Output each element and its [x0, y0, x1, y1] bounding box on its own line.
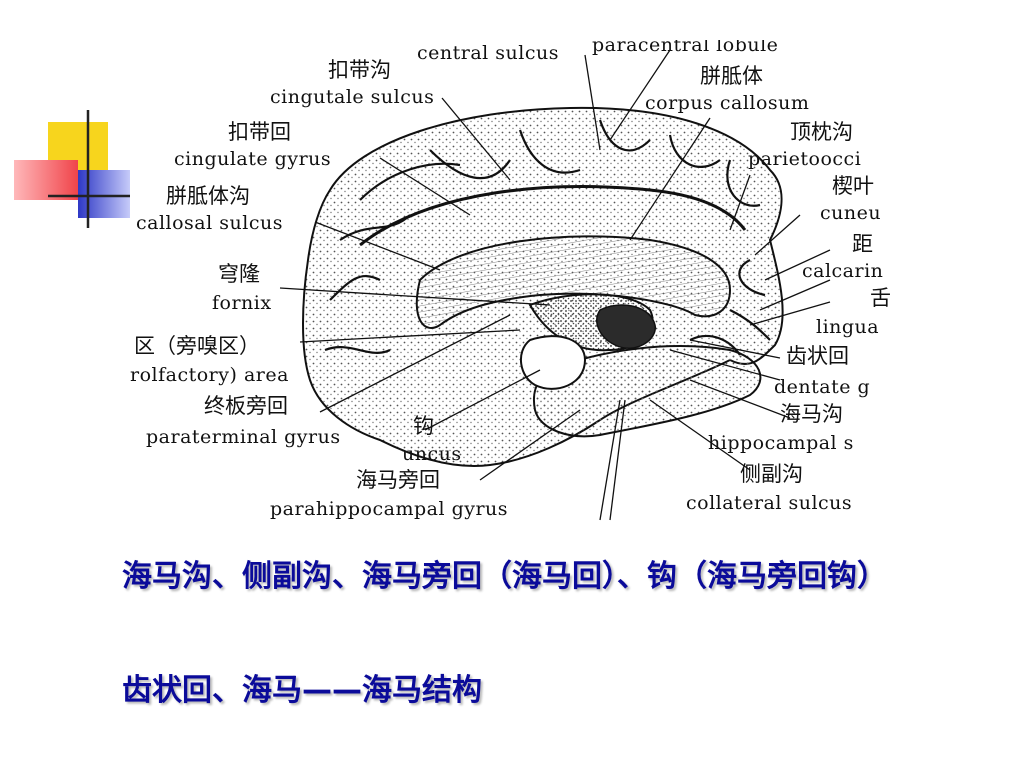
- brain-medial-diagram: paracentral lobule central sulcus 扣带沟 ci…: [130, 40, 890, 522]
- hippocampal-region: [532, 345, 762, 438]
- label-dentate-zh: 齿状回: [786, 344, 849, 368]
- label-lingual-en: lingua: [816, 316, 880, 338]
- label-parietooccipital-en: parietoocci: [748, 148, 862, 170]
- caption-line-1: 海马沟、侧副沟、海马旁回（海马回）、钩（海马旁回钩）: [122, 559, 887, 594]
- label-fornix-en: fornix: [212, 292, 272, 314]
- label-callosal-sulcus-zh: 胼胝体沟: [166, 184, 250, 208]
- label-central-sulcus-en: central sulcus: [417, 42, 559, 64]
- cingulate-sulcus-line: [359, 185, 747, 247]
- label-subcallosal-zh: 区（旁嗅区）: [134, 334, 260, 358]
- label-uncus-zh: 钩: [413, 414, 434, 438]
- label-lingual-zh: 舌: [870, 286, 890, 310]
- label-corpus-callosum-en: corpus callosum: [645, 92, 810, 114]
- deco-red-square: [14, 160, 78, 200]
- label-calcarine-zh: 距: [852, 232, 873, 256]
- label-uncus-en: uncus: [402, 443, 462, 465]
- label-cingulate-gyrus-en: cingulate gyrus: [174, 148, 332, 170]
- caption-line-2: 齿状回、海马——海马结构: [122, 673, 482, 708]
- label-cingulate-gyrus-zh: 扣带回: [228, 120, 291, 144]
- label-calcarine-en: calcarin: [802, 260, 884, 282]
- label-parahippocampal-zh: 海马旁回: [356, 468, 440, 492]
- label-cuneus-zh: 楔叶: [832, 174, 874, 198]
- label-fornix-zh: 穹隆: [218, 262, 260, 286]
- deco-blue-square: [78, 170, 136, 218]
- brain-illustration: [279, 49, 831, 521]
- label-parahippocampal-en: parahippocampal gyrus: [270, 498, 509, 520]
- label-paracentral-lobule-en: paracentral lobule: [592, 40, 779, 56]
- corner-decoration: [14, 110, 138, 228]
- label-parietooccipital-zh: 顶枕沟: [790, 120, 853, 144]
- label-hippocampal-sulcus-zh: 海马沟: [780, 402, 843, 426]
- label-callosal-sulcus-en: callosal sulcus: [136, 212, 283, 234]
- corpus-callosum-shape: [415, 235, 732, 329]
- label-collateral-en: collateral sulcus: [686, 492, 853, 514]
- label-collateral-zh: 侧副沟: [740, 462, 803, 486]
- label-cingulate-sulcus-en: cingutale sulcus: [270, 86, 435, 108]
- label-paraterminal-en: paraterminal gyrus: [146, 426, 341, 448]
- label-paraterminal-zh: 终板旁回: [204, 394, 288, 418]
- leader-lines: [279, 49, 831, 521]
- label-dentate-en: dentate g: [774, 376, 871, 398]
- thalamus-shape: [596, 304, 656, 349]
- label-cuneus-en: cuneu: [820, 202, 882, 224]
- label-subcallosal-en: rolfactory) area: [130, 364, 289, 386]
- label-cingulate-sulcus-zh: 扣带沟: [328, 58, 391, 82]
- uncus-shape: [520, 335, 587, 390]
- label-hippocampal-sulcus-en: hippocampal s: [708, 432, 854, 454]
- label-corpus-callosum-zh: 胼胝体: [700, 64, 763, 88]
